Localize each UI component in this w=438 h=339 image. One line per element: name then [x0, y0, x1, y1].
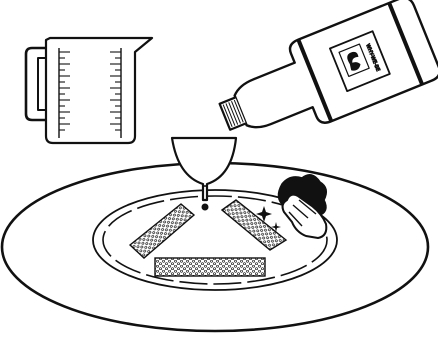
bottle-icon: WHY-WE-BE	[208, 0, 438, 158]
disc-icon	[2, 163, 428, 331]
measuring-cup-icon	[26, 38, 152, 143]
grip-pad-bottom	[155, 258, 265, 276]
